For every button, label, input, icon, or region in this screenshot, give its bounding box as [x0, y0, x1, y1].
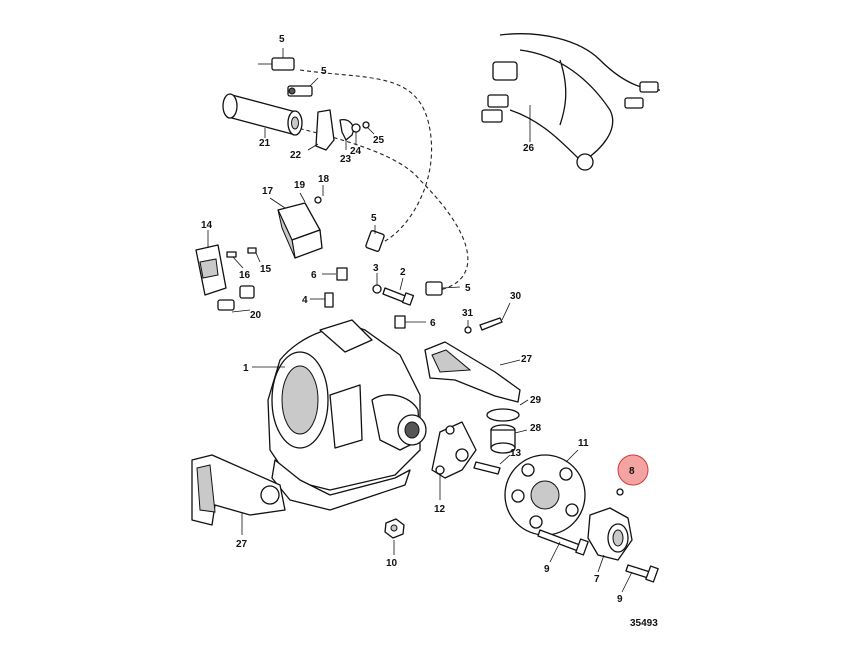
callout-17[interactable]: 17	[262, 186, 274, 197]
callout-25[interactable]: 25	[373, 135, 385, 146]
sensor-5-mid	[365, 225, 385, 252]
part-2-bolt	[382, 277, 415, 306]
part-19-screw	[299, 192, 322, 204]
part-24-nut	[351, 123, 361, 145]
callout-9-a[interactable]: 9	[544, 564, 550, 575]
callout-28[interactable]: 28	[530, 423, 542, 434]
callout-2[interactable]: 2	[400, 267, 406, 278]
callout-20[interactable]: 20	[250, 310, 262, 321]
part-25-screw	[362, 121, 375, 135]
part-16-screw	[226, 251, 244, 269]
callout-24[interactable]: 24	[350, 146, 362, 157]
callout-15[interactable]: 15	[260, 264, 272, 275]
highlight-circle[interactable]	[617, 454, 649, 486]
part-9-bolt-b	[621, 564, 659, 593]
callout-11[interactable]: 11	[578, 438, 589, 449]
callout-1[interactable]: 1	[243, 363, 249, 374]
sensor-5-lower	[425, 281, 461, 296]
callout-27-left[interactable]: 27	[236, 539, 248, 550]
part-12-flange	[431, 421, 477, 500]
part-17-module	[269, 197, 323, 259]
part-31-screw	[464, 320, 472, 334]
callout-6-a[interactable]: 6	[311, 270, 317, 281]
part-21-cylinder	[222, 93, 303, 138]
figure-number: 35493	[630, 618, 658, 629]
callout-12[interactable]: 12	[434, 504, 446, 515]
cable-route-a	[299, 69, 432, 246]
sensor-5-top	[258, 48, 295, 71]
callout-31[interactable]: 31	[462, 308, 474, 319]
callout-3[interactable]: 3	[373, 263, 379, 274]
part-10-nut	[384, 518, 405, 555]
part-4-sensor	[310, 292, 334, 308]
part-29-ring	[486, 399, 529, 422]
part-26-wiring-harness	[481, 33, 661, 171]
callout-29[interactable]: 29	[530, 395, 542, 406]
part-14-bracket	[195, 230, 227, 296]
part-15-screw	[247, 247, 261, 263]
part-27-mount-left	[191, 454, 286, 535]
callout-5-lower[interactable]: 5	[465, 283, 471, 294]
callout-21[interactable]: 21	[259, 138, 271, 149]
part-13-bolt	[473, 454, 511, 475]
callout-8[interactable]: 8	[629, 466, 635, 477]
callout-30[interactable]: 30	[510, 291, 522, 302]
callout-22[interactable]: 22	[290, 150, 302, 161]
part-20-sensor	[217, 285, 255, 313]
part-3-washer	[372, 273, 382, 294]
part-28-bushing	[490, 424, 528, 454]
callout-9-b[interactable]: 9	[617, 594, 623, 605]
part-6-connector-b	[394, 315, 426, 329]
sensor-5-second	[287, 77, 319, 97]
part-1-housing	[252, 319, 427, 511]
part-9-bolt-a	[537, 529, 589, 563]
callout-5-top[interactable]: 5	[279, 34, 285, 45]
callout-7[interactable]: 7	[594, 574, 600, 585]
callout-16[interactable]: 16	[239, 270, 251, 281]
part-7-hub	[587, 507, 633, 573]
part-22-bracket	[307, 109, 335, 151]
part-27-mount-right	[424, 341, 521, 403]
callout-13[interactable]: 13	[510, 448, 522, 459]
callout-6-b[interactable]: 6	[430, 318, 436, 329]
callout-18[interactable]: 18	[318, 174, 330, 185]
callout-27-right[interactable]: 27	[521, 354, 533, 365]
part-8-nut	[616, 488, 624, 496]
part-6-connector-a	[322, 267, 348, 281]
callout-4[interactable]: 4	[302, 295, 308, 306]
callout-14[interactable]: 14	[201, 220, 213, 231]
callout-26[interactable]: 26	[523, 143, 535, 154]
callout-5-mid[interactable]: 5	[371, 213, 377, 224]
callout-5-second[interactable]: 5	[321, 66, 327, 77]
cable-route-b	[237, 99, 469, 291]
part-30-bolt	[479, 302, 511, 331]
callout-10[interactable]: 10	[386, 558, 398, 569]
callout-19[interactable]: 19	[294, 180, 306, 191]
callout-23[interactable]: 23	[340, 154, 352, 165]
part-11-coupler	[504, 449, 586, 536]
